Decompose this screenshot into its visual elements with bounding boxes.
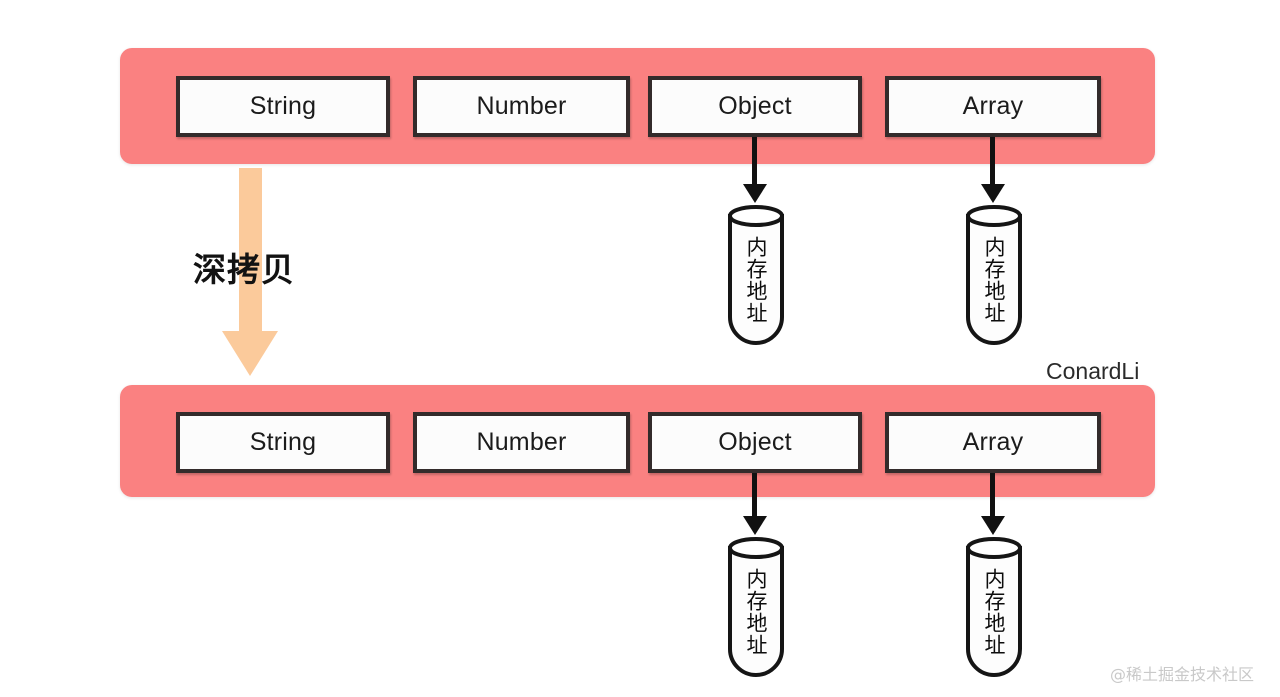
copy-box-number: Number <box>413 412 630 473</box>
arrow-head-icon <box>981 516 1005 535</box>
arrow-head-icon <box>743 516 767 535</box>
arrow-shaft <box>752 137 757 184</box>
arrow-shaft <box>990 137 995 184</box>
arrow-head-icon <box>981 184 1005 203</box>
cylinder-icon <box>728 205 784 345</box>
deep-copy-arrow-icon <box>222 168 278 376</box>
memory-cell-label: 内存地址 <box>744 568 768 656</box>
arrow-head-icon <box>743 184 767 203</box>
arrow-shaft <box>990 473 995 516</box>
memory-cell-label-wrap: 内存地址 <box>727 534 785 678</box>
pointer-arrow-copy-array <box>981 473 1005 535</box>
copy-box-object-label: Object <box>718 428 792 456</box>
memory-cell-label: 内存地址 <box>744 236 768 324</box>
author-watermark: ConardLi <box>1046 358 1140 384</box>
source-box-array-label: Array <box>962 92 1024 120</box>
arrow-shaft <box>752 473 757 516</box>
cylinder-icon <box>966 205 1022 345</box>
copy-box-number-label: Number <box>476 428 567 456</box>
source-box-number-label: Number <box>476 92 567 120</box>
memory-cell-label: 内存地址 <box>982 568 1006 656</box>
arrow-shaft <box>239 168 262 333</box>
source-box-object-label: Object <box>718 92 792 120</box>
pointer-arrow-source-array <box>981 137 1005 203</box>
memory-cell-copy-object: 内存地址 <box>727 534 785 678</box>
deep-copy-label: 深拷贝 <box>193 250 295 289</box>
copy-box-string-label: String <box>249 428 317 456</box>
source-box-number: Number <box>413 76 630 137</box>
memory-cell-source-array: 内存地址 <box>965 202 1023 346</box>
source-box-array: Array <box>885 76 1101 137</box>
memory-cell-label-wrap: 内存地址 <box>965 534 1023 678</box>
pointer-arrow-copy-object <box>743 473 767 535</box>
copy-box-string: String <box>176 412 390 473</box>
cylinder-icon <box>728 537 784 677</box>
memory-cell-label-wrap: 内存地址 <box>727 202 785 346</box>
site-watermark: @稀土掘金技术社区 <box>1110 665 1255 684</box>
copy-box-array: Array <box>885 412 1101 473</box>
copy-box-object: Object <box>648 412 862 473</box>
memory-cell-label: 内存地址 <box>982 236 1006 324</box>
arrow-head-icon <box>222 331 278 376</box>
source-box-object: Object <box>648 76 862 137</box>
memory-cell-copy-array: 内存地址 <box>965 534 1023 678</box>
memory-cell-label-wrap: 内存地址 <box>965 202 1023 346</box>
memory-cell-source-object: 内存地址 <box>727 202 785 346</box>
source-box-string-label: String <box>249 92 317 120</box>
cylinder-icon <box>966 537 1022 677</box>
copy-box-array-label: Array <box>962 428 1024 456</box>
source-box-string: String <box>176 76 390 137</box>
pointer-arrow-source-object <box>743 137 767 203</box>
